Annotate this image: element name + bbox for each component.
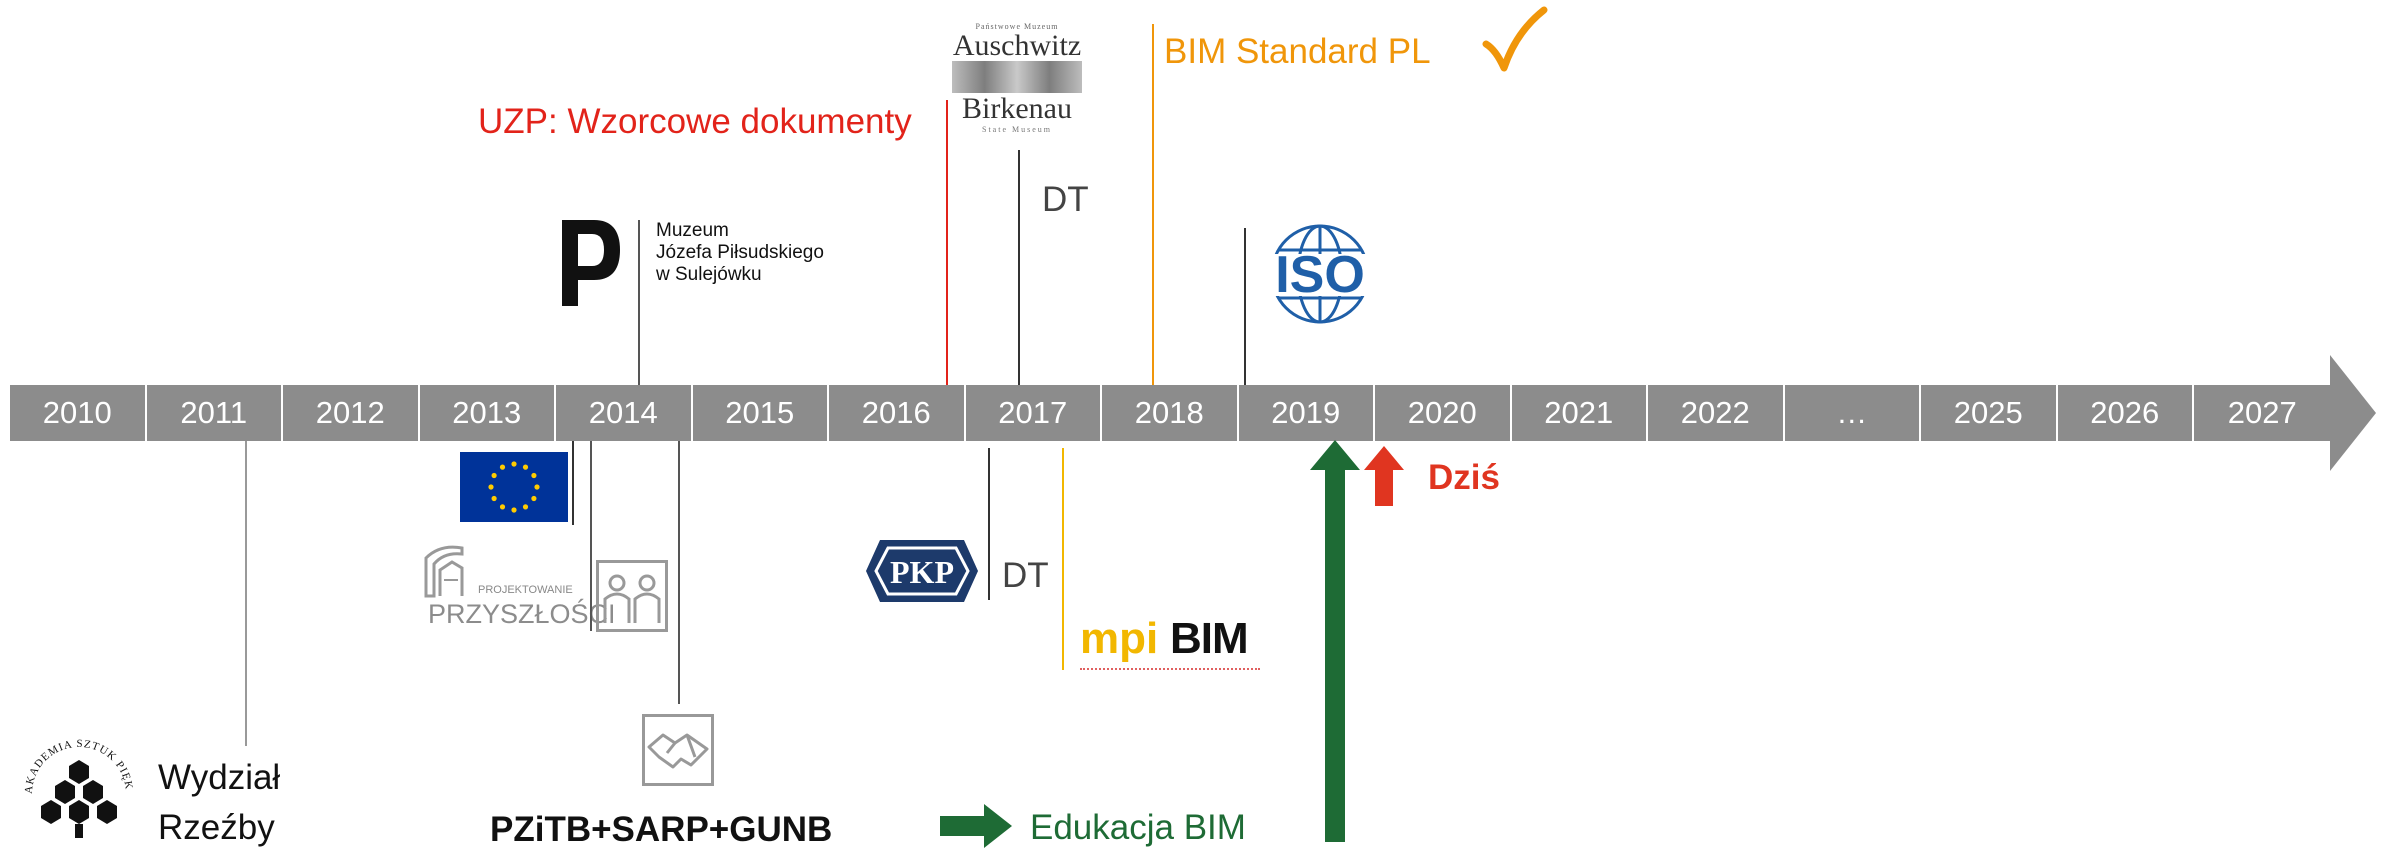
bim-standard-connector (1152, 24, 1154, 385)
checkmark-icon (1482, 6, 1548, 72)
eu-star-icon (511, 461, 517, 467)
eu-star-icon (522, 504, 529, 510)
auschwitz-small-top: Państwowe Muzeum (975, 22, 1059, 31)
handshake-icon (642, 714, 714, 786)
eu-connector (572, 441, 574, 525)
museum-pilsudski-line2: Józefa Piłsudskiego (656, 242, 824, 263)
auschwitz-name-top: Auschwitz (952, 29, 1082, 62)
timeline-year: 2012 (283, 385, 420, 441)
pkp-text: PKP (890, 554, 954, 590)
eu-stars-icon (488, 461, 540, 513)
auschwitz-birkenau-logo: Państwowe Muzeum Auschwitz Birkenau Stat… (948, 22, 1086, 137)
eu-star-icon (499, 464, 506, 470)
asp-warsaw-seal-icon: AKADEMIA SZTUK PIĘKNYCH W WARSZAWIE (18, 730, 134, 838)
iso-text: ISO (1275, 246, 1365, 304)
projektowanie-small-label: PROJEKTOWANIE (478, 584, 573, 596)
audience-icon (596, 560, 668, 632)
timeline-year: 2019 (1239, 385, 1375, 441)
museum-pilsudski-mark-icon (562, 220, 620, 306)
mpi-label: mpi (1080, 614, 1159, 663)
bim-standard-label: BIM Standard PL (1164, 32, 1431, 71)
museum-pilsudski-connector (638, 220, 640, 385)
eu-star-icon (491, 472, 497, 479)
asp-connector (245, 441, 247, 746)
timeline-year: 2021 (1512, 385, 1648, 441)
mpi-bim-underline (1080, 668, 1260, 670)
iso-logo-icon: ISO (1258, 224, 1382, 324)
museum-pilsudski-line1: Muzeum (656, 220, 729, 241)
dt-bottom-label: DT (1002, 556, 1049, 595)
eu-star-icon (522, 464, 529, 470)
edukacja-label: Edukacja BIM (1030, 808, 1246, 847)
timeline-year: 2013 (420, 385, 556, 441)
timeline-year: 2011 (147, 385, 283, 441)
uzp-label: UZP: Wzorcowe dokumenty (478, 102, 912, 141)
eu-flag-icon (460, 452, 568, 522)
timeline-year: 2015 (693, 385, 829, 441)
timeline-year: 2014 (556, 385, 693, 441)
today-label: Dziś (1428, 458, 1500, 497)
museum-pilsudski-text: Muzeum Józefa Piłsudskiego w Sulejówku (656, 220, 824, 286)
eu-star-icon (531, 472, 537, 479)
edukacja-arrow-icon (940, 804, 1012, 848)
timeline-year: 2017 (966, 385, 1102, 441)
education-up-arrow-icon (1310, 440, 1360, 842)
eu-star-icon (488, 484, 494, 490)
eu-star-icon (531, 495, 537, 502)
eu-star-icon (534, 484, 540, 490)
timeline-year: 2010 (10, 385, 147, 441)
timeline-arrowhead (2330, 355, 2376, 471)
auschwitz-small-bottom: State Museum (982, 125, 1052, 134)
timeline-year: 2016 (829, 385, 966, 441)
uzp-connector (946, 100, 948, 385)
timeline-year: 2018 (1102, 385, 1239, 441)
mpi-bim-connector (1062, 448, 1064, 670)
projektowanie-connector (590, 441, 592, 631)
eu-star-icon (511, 507, 517, 513)
timeline-year: 2025 (1921, 385, 2058, 441)
projektowanie-przyszlosci-logo-icon (424, 545, 464, 598)
museum-pilsudski-line3: w Sulejówku (656, 264, 762, 285)
projektowanie-big-label: PRZYSZŁOŚCI (428, 599, 616, 629)
timeline-year: 2022 (1648, 385, 1785, 441)
pzitb-label: PZiTB+SARP+GUNB (490, 810, 833, 849)
eu-star-icon (499, 504, 506, 510)
timeline-year: 2026 (2058, 385, 2194, 441)
pkp-logo-icon: PKP (866, 540, 978, 602)
iso-connector (1244, 228, 1246, 385)
timeline-year: 2027 (2227, 395, 2297, 430)
auschwitz-name-bottom: Birkenau (962, 92, 1072, 125)
dt-top-label: DT (1042, 180, 1089, 219)
bim-logo-label: BIM (1170, 614, 1249, 663)
timeline-year: 2020 (1375, 385, 1512, 441)
pzitb-connector (678, 441, 680, 704)
pkp-connector (988, 448, 990, 600)
dt-top-connector (1018, 150, 1020, 385)
today-up-arrow-icon (1364, 446, 1404, 506)
timeline-year: … (1785, 385, 1921, 441)
eu-star-icon (491, 495, 497, 502)
wydzial-label-line1: Wydział (158, 758, 281, 797)
auschwitz-eyes-band (952, 61, 1082, 93)
timeline-bar (10, 385, 2330, 441)
wydzial-label-line2: Rzeźby (158, 808, 275, 847)
